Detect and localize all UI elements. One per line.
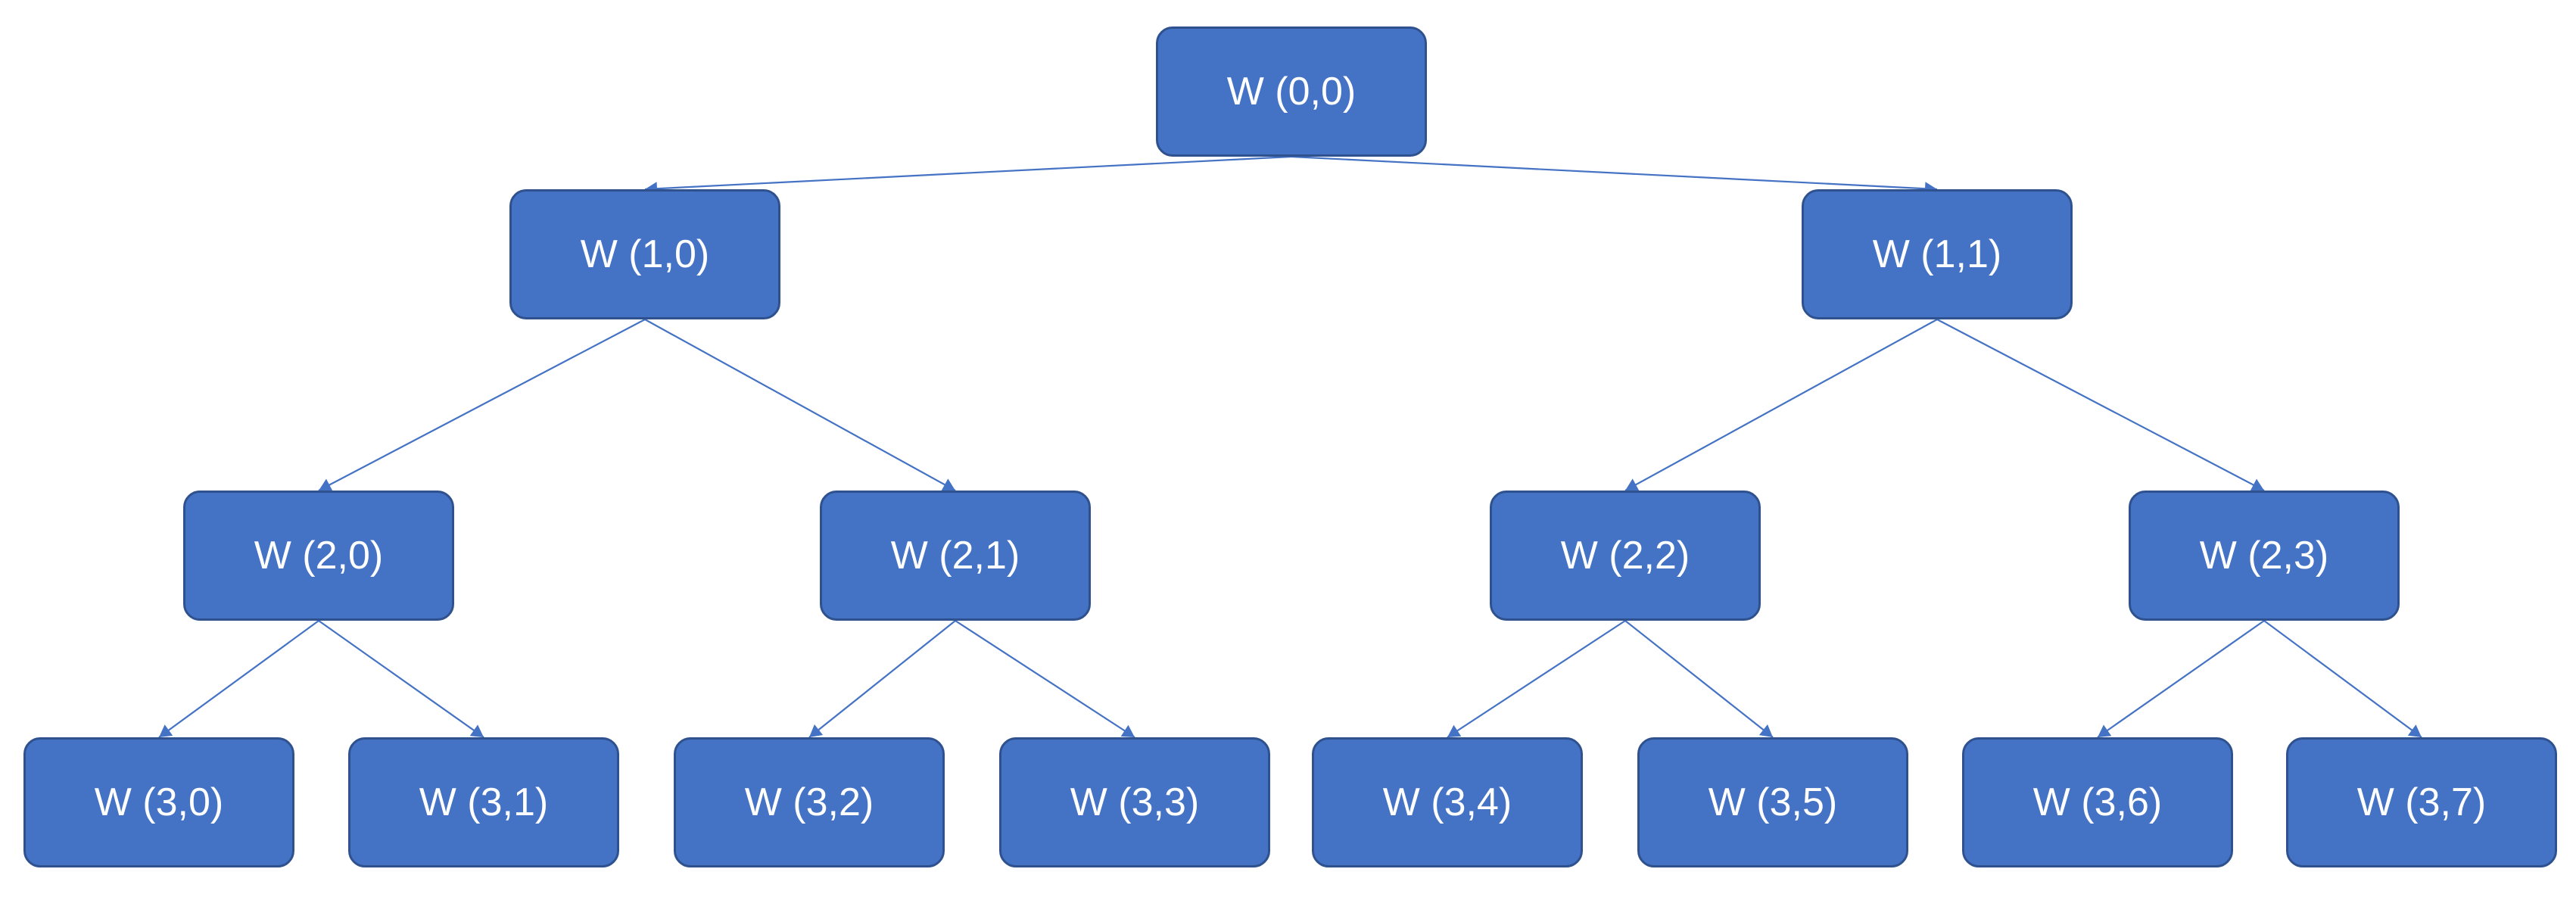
node-w-2-0: W (2,0) bbox=[183, 491, 454, 621]
edge-1-0-to-2-1 bbox=[644, 319, 956, 491]
edge-1-0-to-2-0 bbox=[318, 319, 646, 491]
node-w-3-3: W (3,3) bbox=[999, 737, 1270, 867]
node-w-2-3: W (2,3) bbox=[2129, 491, 2400, 621]
edge-0-0-to-1-1 bbox=[1291, 155, 1938, 191]
edge-2-3-to-3-6 bbox=[2097, 620, 2265, 738]
edge-2-1-to-3-3 bbox=[955, 620, 1135, 738]
arrowhead-2-3 bbox=[2250, 478, 2264, 491]
arrowhead-3-5 bbox=[1758, 724, 1773, 737]
edge-2-2-to-3-4 bbox=[1447, 620, 1626, 738]
edge-1-1-to-2-3 bbox=[1936, 319, 2265, 491]
node-w-0-0: W (0,0) bbox=[1156, 26, 1427, 157]
arrowhead-3-2 bbox=[809, 724, 824, 737]
node-w-3-4: W (3,4) bbox=[1312, 737, 1583, 867]
arrowhead-3-0 bbox=[159, 724, 173, 737]
arrowhead-3-1 bbox=[469, 724, 484, 737]
edge-2-0-to-3-0 bbox=[158, 620, 319, 738]
arrowhead-2-1 bbox=[941, 478, 955, 491]
edge-0-0-to-1-0 bbox=[644, 155, 1292, 191]
arrowhead-3-6 bbox=[2098, 724, 2112, 737]
edge-2-1-to-3-2 bbox=[808, 620, 956, 738]
node-w-3-5: W (3,5) bbox=[1637, 737, 1908, 867]
edge-2-2-to-3-5 bbox=[1624, 620, 1774, 738]
node-w-3-0: W (3,0) bbox=[23, 737, 294, 867]
node-w-3-1: W (3,1) bbox=[348, 737, 619, 867]
arrowhead-3-3 bbox=[1120, 724, 1135, 737]
edge-1-1-to-2-2 bbox=[1624, 319, 1938, 491]
node-w-3-6: W (3,6) bbox=[1962, 737, 2233, 867]
node-w-2-1: W (2,1) bbox=[820, 491, 1091, 621]
edge-2-0-to-3-1 bbox=[318, 620, 484, 738]
arrowhead-3-4 bbox=[1447, 724, 1462, 737]
edge-2-3-to-3-7 bbox=[2263, 620, 2422, 738]
arrowhead-2-2 bbox=[1625, 478, 1640, 491]
node-w-2-2: W (2,2) bbox=[1490, 491, 1761, 621]
arrowhead-3-7 bbox=[2407, 724, 2422, 737]
node-w-1-1: W (1,1) bbox=[1802, 189, 2073, 319]
arrowhead-2-0 bbox=[319, 478, 333, 491]
node-w-3-7: W (3,7) bbox=[2286, 737, 2557, 867]
node-w-3-2: W (3,2) bbox=[674, 737, 945, 867]
node-w-1-0: W (1,0) bbox=[509, 189, 780, 319]
